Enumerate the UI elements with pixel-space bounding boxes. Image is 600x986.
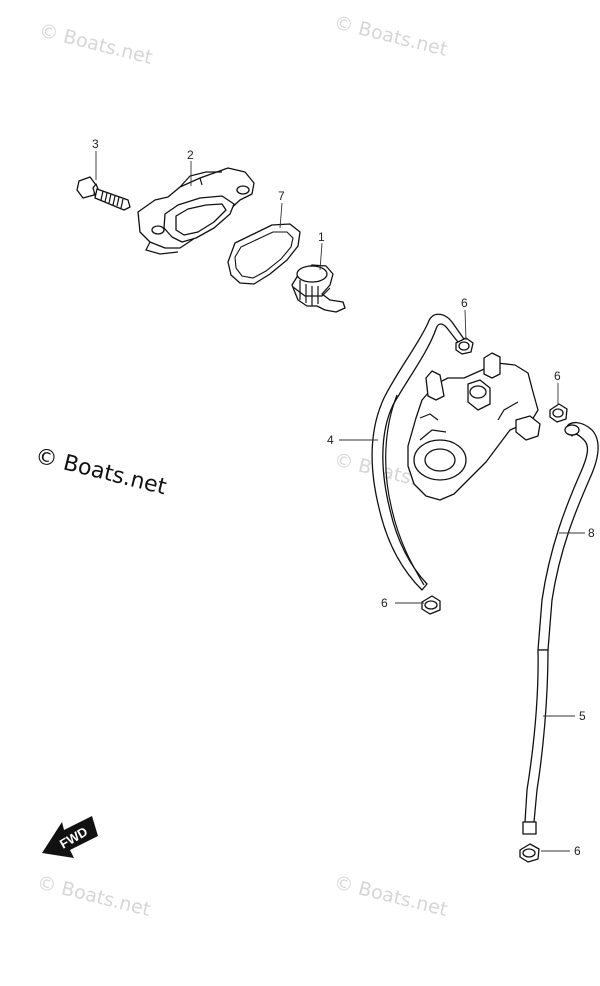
callout-6a: 6 (461, 296, 468, 310)
callout-4: 4 (327, 433, 334, 447)
gasket-part (227, 223, 301, 285)
watermark-bottom-right: © Boats.net (332, 872, 450, 921)
hose-clip-middle (421, 595, 441, 615)
callout-7: 7 (278, 189, 285, 203)
leader-lines (95, 151, 585, 852)
callouts: 3 2 7 1 6 6 4 8 6 5 6 (92, 137, 595, 858)
callout-8: 8 (588, 526, 595, 540)
bolt-part (76, 176, 131, 211)
callout-6b: 6 (554, 369, 561, 383)
hose-5-part (522, 649, 549, 835)
hose-clip-upper (455, 337, 474, 355)
thermostat-cover-part (137, 167, 255, 255)
main-watermark: © Boats.net (33, 444, 170, 501)
callout-5: 5 (579, 709, 586, 723)
callout-2: 2 (187, 148, 194, 162)
watermark-top-left: © Boats.net (37, 20, 155, 69)
hose-4-part (371, 313, 467, 591)
thermostat-part (291, 264, 346, 313)
valve-housing-part (407, 352, 541, 501)
callout-6c: 6 (381, 596, 388, 610)
hose-clip-bottom (519, 843, 540, 863)
hose-clip-right (549, 403, 568, 423)
watermark-bottom-left: © Boats.net (35, 872, 153, 921)
fwd-arrow-icon: FWD (42, 816, 98, 858)
callout-1: 1 (318, 230, 325, 244)
callout-3: 3 (92, 137, 99, 151)
watermark-top-right: © Boats.net (332, 12, 450, 61)
callout-6d: 6 (574, 844, 581, 858)
